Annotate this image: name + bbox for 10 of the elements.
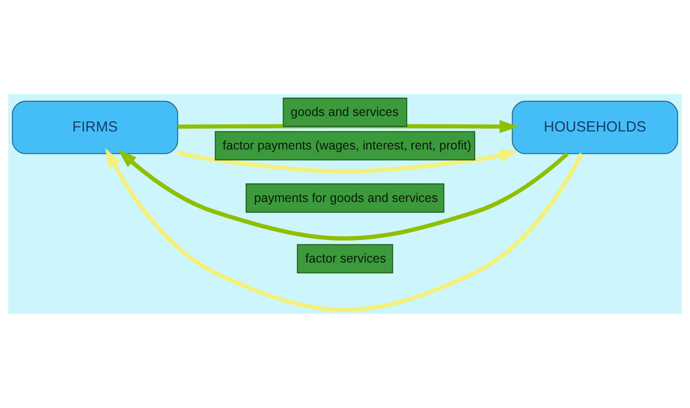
node-box: HOUSEHOLDS — [512, 100, 678, 154]
edge-label: payments for goods and services — [254, 190, 438, 205]
arrow — [105, 148, 584, 312]
edge-label: factor payments (wages, interest, rent, profit) — [222, 138, 472, 153]
edge-label: factor services — [305, 251, 386, 266]
arrow — [178, 120, 518, 134]
arrow — [118, 150, 569, 240]
arrow — [177, 149, 518, 174]
node-box: FIRMS — [12, 100, 178, 154]
edge-label: goods and services — [290, 105, 399, 120]
